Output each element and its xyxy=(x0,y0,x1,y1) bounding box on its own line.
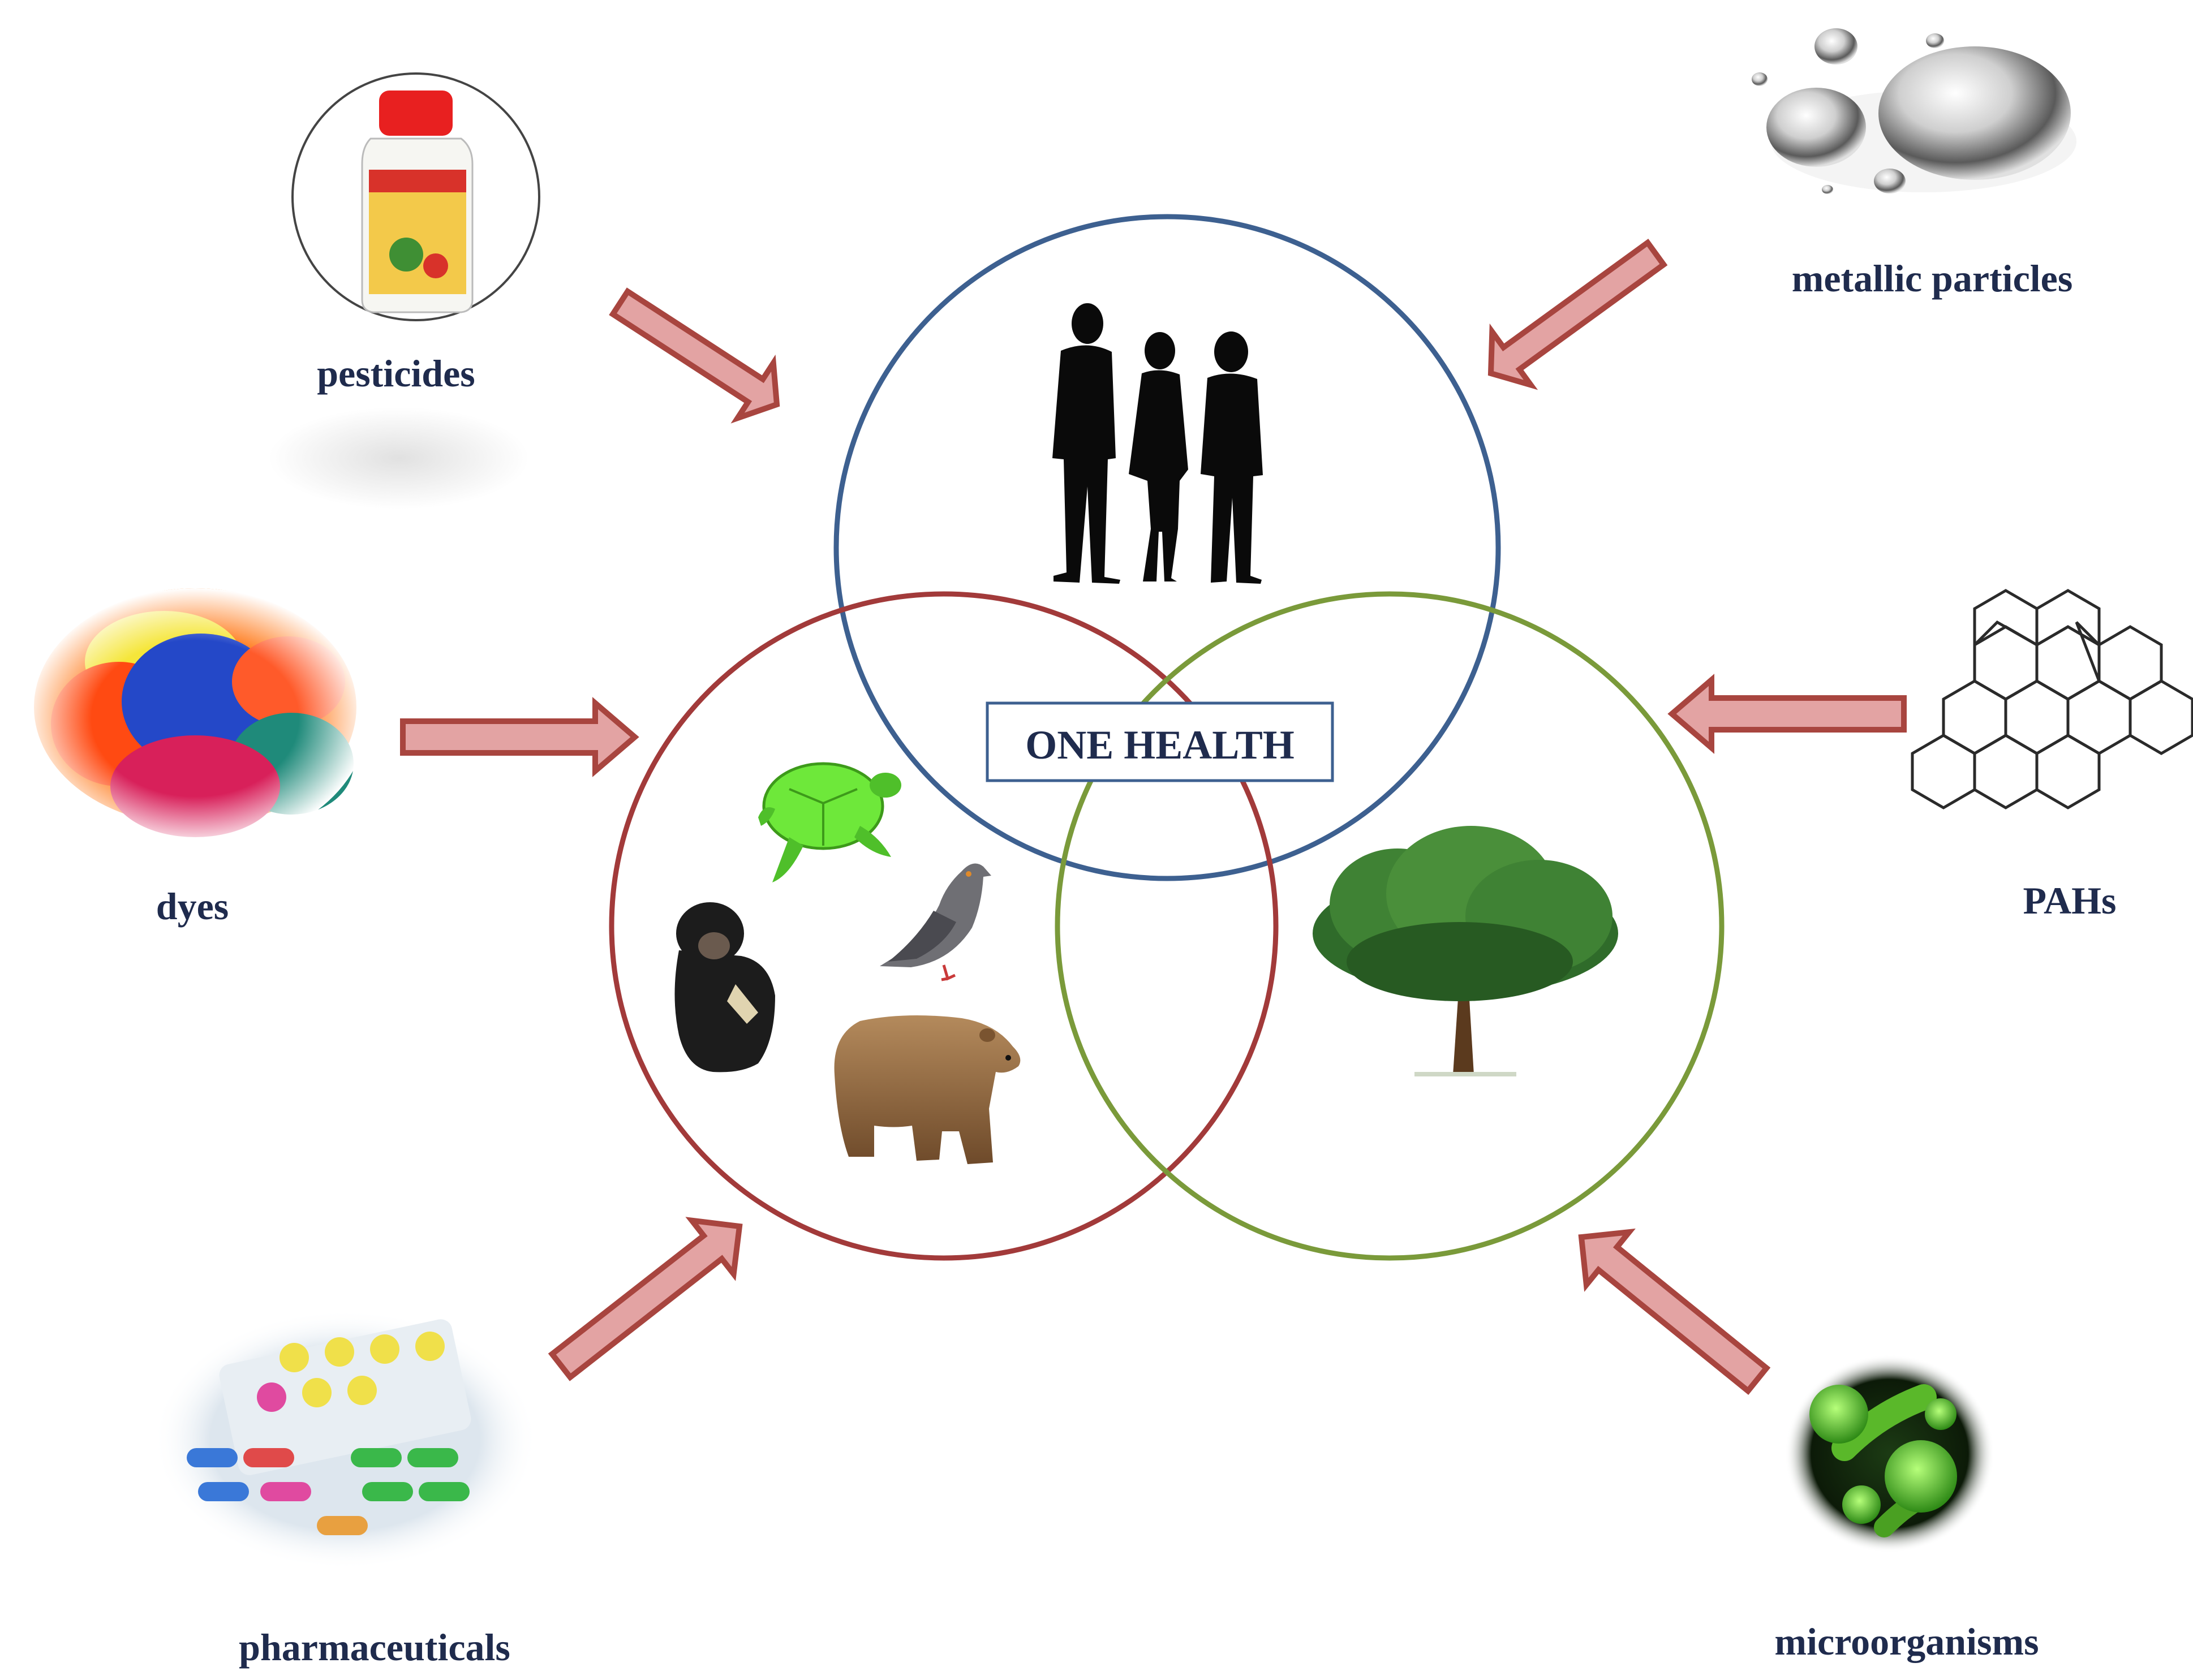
mercury-droplets-icon xyxy=(1752,28,2076,194)
environment-health-circle xyxy=(1055,591,1725,1261)
arrow-microorganisms xyxy=(1578,1228,1771,1395)
one-health-label: ONE HEALTH xyxy=(1025,722,1295,768)
dye-powders-icon xyxy=(23,588,368,848)
one-health-label-box: ONE HEALTH xyxy=(986,701,1334,782)
bear-icon xyxy=(834,1015,1021,1164)
arrow-pahs xyxy=(1667,674,1907,754)
pesticide-bottle-icon xyxy=(269,72,540,509)
arrow-pharmaceuticals xyxy=(548,1217,743,1381)
dyes-label: dyes xyxy=(156,885,229,928)
arrow-dyes xyxy=(400,697,639,777)
pharmaceuticals-label: pharmaceuticals xyxy=(239,1626,510,1669)
people-silhouettes-icon xyxy=(1052,303,1263,584)
chimpanzee-icon xyxy=(674,902,775,1072)
microbes-icon xyxy=(1785,1355,1994,1553)
human-health-circle xyxy=(833,214,1501,881)
pesticides-label: pesticides xyxy=(317,352,475,395)
pah-molecule-icon xyxy=(1911,589,2193,809)
pigeon-icon xyxy=(880,863,991,981)
pahs-label: PAHs xyxy=(2023,879,2117,922)
metallic-particles-label: metallic particles xyxy=(1792,257,2073,300)
microorganisms-label: microorganisms xyxy=(1774,1620,2039,1663)
arrow-pesticides xyxy=(609,287,780,424)
animal-health-circle xyxy=(609,591,1279,1261)
turtle-icon xyxy=(758,762,901,882)
tree-icon xyxy=(1313,826,1618,1076)
venn-circles xyxy=(609,214,1725,1261)
arrow-metallic xyxy=(1487,238,1668,390)
pill-blisters-icon xyxy=(153,1309,538,1570)
